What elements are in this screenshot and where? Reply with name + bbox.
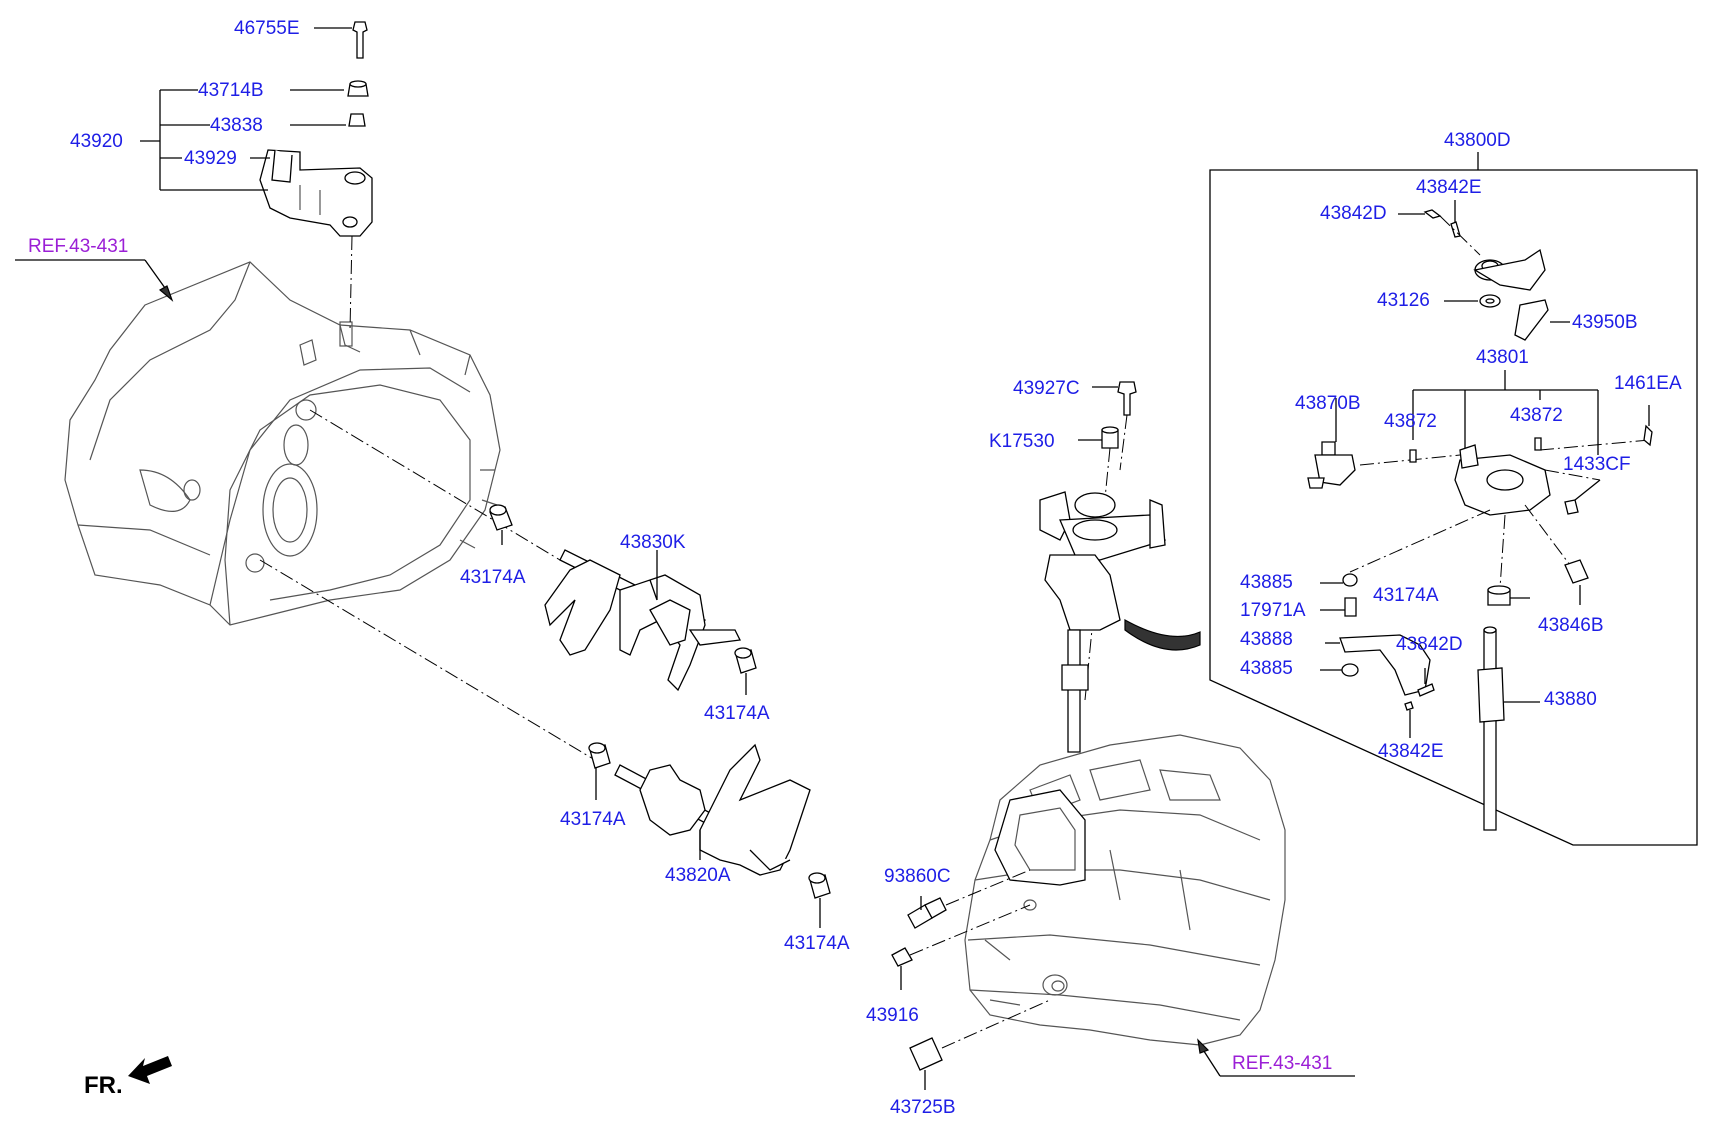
bushing-43174A	[588, 742, 611, 800]
part-label-1433CF[interactable]: 1433CF	[1563, 454, 1631, 475]
part-label-43885[interactable]: 43885	[1240, 572, 1293, 593]
sensor-93860C	[907, 896, 947, 929]
part-label-43174A[interactable]: 43174A	[704, 703, 770, 724]
part-label-43842D[interactable]: 43842D	[1396, 634, 1463, 655]
part-label-43174A[interactable]: 43174A	[460, 567, 526, 588]
plug-43916	[891, 947, 913, 990]
part-label-43929[interactable]: 43929	[184, 148, 237, 169]
part-label-43842E[interactable]: 43842E	[1378, 741, 1444, 762]
part-label-43920[interactable]: 43920	[70, 131, 123, 152]
part-label-43846B[interactable]: 43846B	[1538, 615, 1604, 636]
control-housing-43801	[1359, 439, 1651, 516]
lever-43950B	[1473, 248, 1570, 341]
plug-43725B	[909, 1037, 943, 1090]
assembly-box-43800D	[1209, 152, 1698, 846]
right-transmission-case	[964, 734, 1286, 1046]
reference-label-right-case[interactable]: REF.43-431	[1232, 1053, 1333, 1074]
group-bracket-43920	[140, 27, 352, 191]
part-label-43872[interactable]: 43872	[1384, 411, 1437, 432]
part-label-43714B[interactable]: 43714B	[198, 80, 264, 101]
bushing-K17530	[1078, 426, 1119, 449]
bracket-43801	[1412, 370, 1599, 455]
part-label-43842D[interactable]: 43842D	[1320, 203, 1387, 224]
part-label-43800D[interactable]: 43800D	[1444, 130, 1511, 151]
front-direction-arrow-icon	[128, 1056, 172, 1084]
part-label-43872[interactable]: 43872	[1510, 405, 1563, 426]
bushing-43174A	[808, 872, 831, 928]
shift-fork-43830K	[544, 549, 741, 692]
reference-label-left-case[interactable]: REF.43-431	[28, 236, 129, 257]
part-label-46755E[interactable]: 46755E	[234, 18, 300, 39]
bolt-43927C	[1092, 381, 1137, 416]
bushing-43174A	[489, 504, 513, 545]
part-label-43880[interactable]: 43880	[1544, 689, 1597, 710]
shaft-43880	[1477, 626, 1540, 831]
part-label-43174A[interactable]: 43174A	[560, 809, 626, 830]
part-label-43842E[interactable]: 43842E	[1416, 177, 1482, 198]
shift-fork-43820A	[614, 743, 811, 876]
part-label-43174A[interactable]: 43174A	[784, 933, 850, 954]
part-label-43870B[interactable]: 43870B	[1295, 393, 1361, 414]
front-direction-label: FR.	[84, 1072, 123, 1099]
part-label-43888[interactable]: 43888	[1240, 629, 1293, 650]
part-label-43830K[interactable]: 43830K	[620, 532, 686, 553]
part-label-17971A[interactable]: 17971A	[1240, 600, 1306, 621]
part-label-43725B[interactable]: 43725B	[890, 1097, 956, 1118]
part-label-43174A[interactable]: 43174A	[1373, 585, 1439, 606]
part-label-93860C[interactable]: 93860C	[884, 866, 951, 887]
part-label-1461EA[interactable]: 1461EA	[1614, 373, 1682, 394]
part-label-43916[interactable]: 43916	[866, 1005, 919, 1026]
left-transmission-case	[64, 261, 501, 626]
part-label-43927C[interactable]: 43927C	[1013, 378, 1080, 399]
part-label-43801[interactable]: 43801	[1476, 347, 1529, 368]
part-label-43885[interactable]: 43885	[1240, 658, 1293, 679]
part-label-43126[interactable]: 43126	[1377, 290, 1430, 311]
bracket-assembly-43920	[259, 21, 373, 237]
shift-control-assembly	[1039, 491, 1201, 753]
bushing-43174A	[734, 647, 757, 695]
part-label-K17530[interactable]: K17530	[989, 431, 1055, 452]
part-label-43950B[interactable]: 43950B	[1572, 312, 1638, 333]
washer-43126	[1444, 294, 1501, 308]
part-label-43838[interactable]: 43838	[210, 115, 263, 136]
part-label-43820A[interactable]: 43820A	[665, 865, 731, 886]
